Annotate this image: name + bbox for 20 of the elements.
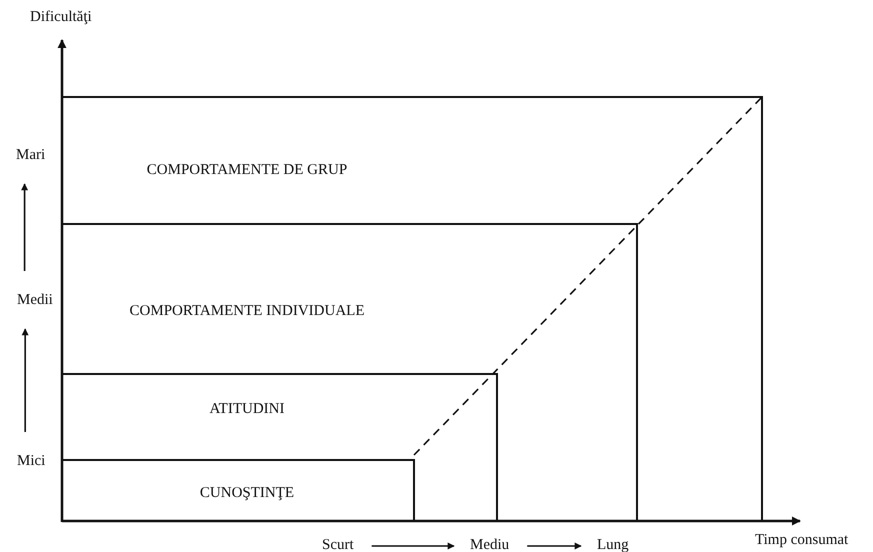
category-label: COMPORTAMENTE INDIVIDUALE xyxy=(128,302,366,321)
scale-label: Mediu xyxy=(470,536,510,552)
scale-label: Medii xyxy=(17,291,53,309)
category-label: CUNOŞTINŢE xyxy=(198,484,296,503)
scale-label: Scurt xyxy=(322,536,354,552)
scale-label: Mari xyxy=(16,146,46,164)
category-box xyxy=(62,459,415,522)
category-box xyxy=(62,96,763,522)
axis-title: Timp consumat xyxy=(755,531,848,549)
arrow xyxy=(22,328,29,432)
arrow xyxy=(527,542,582,550)
category-label: ATITUDINI xyxy=(208,400,286,419)
category-label: COMPORTAMENTE DE GRUP xyxy=(146,161,348,180)
axis-title: Dificultăţi xyxy=(30,8,92,26)
scale-label: Mici xyxy=(17,452,46,470)
arrow xyxy=(372,542,455,550)
category-box xyxy=(62,373,498,522)
arrow xyxy=(21,183,28,271)
scale-label: Lung xyxy=(597,536,629,552)
category-box xyxy=(62,223,638,522)
